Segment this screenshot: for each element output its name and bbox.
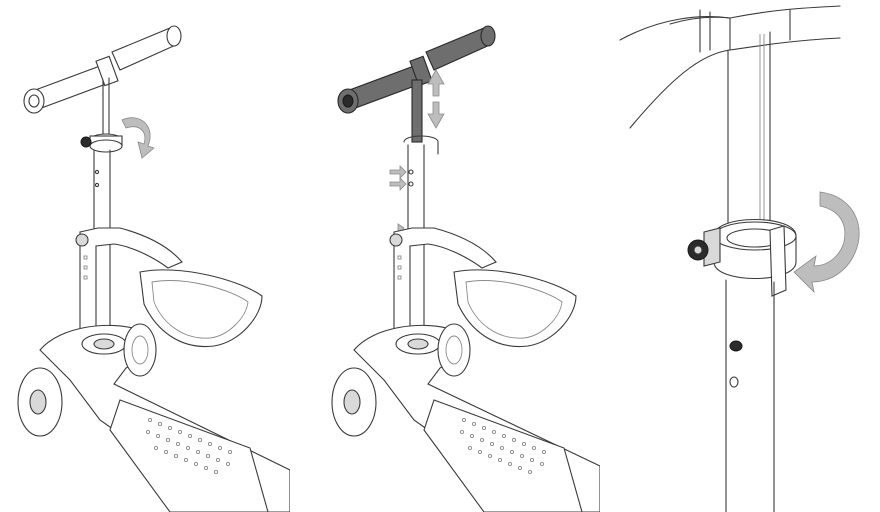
- up-arrow-icon: [427, 69, 445, 97]
- clamp: [687, 218, 797, 297]
- handlebar-grip-closeup: [619, 16, 731, 129]
- push-button-arrow-icon: [389, 165, 407, 179]
- clamp-knob: [80, 136, 92, 148]
- scooter-illustration-2: [331, 25, 600, 512]
- scooter-illustration-1: [17, 25, 290, 512]
- seat: [139, 269, 263, 348]
- down-arrow-icon: [427, 101, 445, 129]
- stem-tube: [727, 31, 771, 233]
- rotate-arrow-icon: [793, 191, 860, 294]
- release-button: [729, 340, 743, 352]
- handlebar: [23, 25, 182, 114]
- panel-loosen-clamp: [0, 0, 290, 512]
- handlebar-highlighted: [337, 25, 496, 143]
- clamp: [80, 133, 123, 153]
- panel-clamp-detail: [600, 0, 880, 512]
- seat: [453, 269, 577, 348]
- rotate-arrow-icon: [121, 117, 155, 159]
- clamp-closeup-illustration: [619, 5, 860, 512]
- panel-adjust-height: [300, 0, 600, 512]
